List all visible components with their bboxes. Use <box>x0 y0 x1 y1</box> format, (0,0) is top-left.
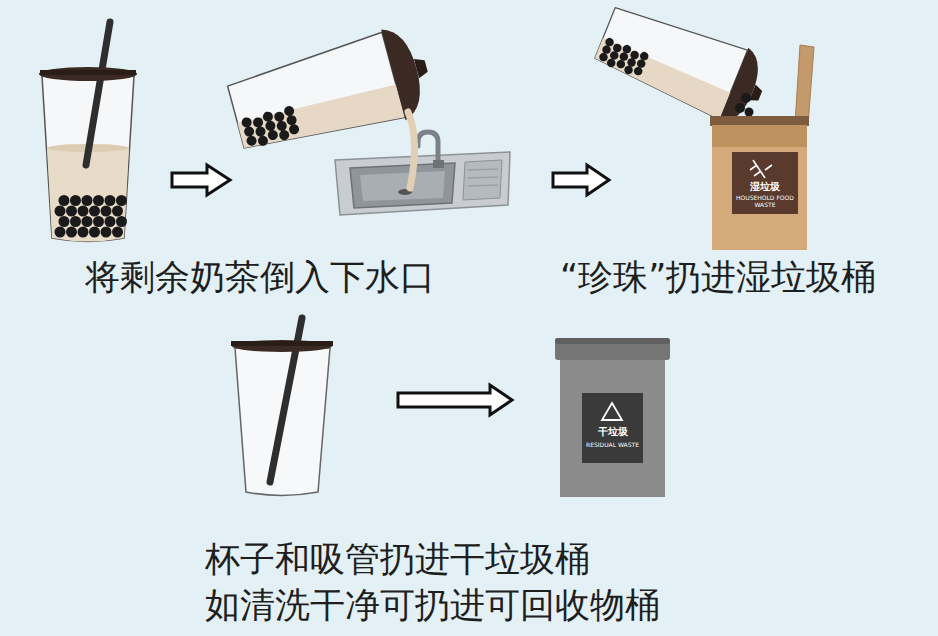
step-arrow <box>398 385 512 415</box>
pearls <box>59 195 70 206</box>
empty-cup <box>231 341 333 346</box>
dry-waste-bin <box>555 338 670 497</box>
wet-waste-bin <box>710 45 814 250</box>
wet-waste-bin <box>750 160 772 178</box>
wet-waste-bin <box>712 125 807 147</box>
pearls <box>70 216 81 227</box>
dry-waste-bin <box>602 403 622 420</box>
pearls <box>105 195 116 206</box>
pearls <box>78 227 89 238</box>
dry-waste-bin <box>555 338 670 344</box>
pearls <box>116 216 127 227</box>
pearls <box>89 227 100 238</box>
falling-pearls <box>735 103 745 113</box>
pearls <box>82 195 93 206</box>
pearls <box>112 206 123 217</box>
step-caption: 杯子和吸管扔进干垃圾桶 如清洗干净可扔进可回收物桶 <box>205 537 725 628</box>
pearls <box>89 206 100 217</box>
pearls <box>66 206 77 217</box>
step-caption: 将剩余奶茶倒入下水口 <box>85 258 435 297</box>
pearls <box>78 206 89 217</box>
pearls <box>59 216 70 227</box>
milk-tea-stream <box>408 112 415 188</box>
full-milk-tea-cup <box>40 70 136 75</box>
pearls <box>55 206 66 217</box>
sink <box>350 163 455 208</box>
step-node: 干垃圾 RESIDUAL WASTE <box>515 330 670 500</box>
falling-pearls <box>741 93 751 103</box>
bin-label: RESIDUAL WASTE <box>582 442 643 449</box>
step-node: 杯子和吸管扔进干垃圾桶 如清洗干净可扔进可回收物桶 <box>225 325 395 500</box>
step-arrow <box>172 165 230 195</box>
pearls <box>101 227 112 238</box>
wet-waste-bin <box>712 125 807 250</box>
step-node: 将剩余奶茶倒入下水口 <box>228 0 550 225</box>
sink <box>433 160 444 168</box>
sink <box>335 152 510 215</box>
pearls <box>70 195 81 206</box>
pearls <box>93 195 104 206</box>
step-arrow <box>553 165 609 195</box>
sink <box>335 132 510 215</box>
sink <box>360 171 445 201</box>
falling-pearls <box>745 108 754 117</box>
falling-pearls <box>735 93 754 117</box>
empty-cup <box>232 340 332 352</box>
bin-label: 湿垃圾 <box>732 181 798 192</box>
dry-waste-bin <box>560 352 665 497</box>
pearls <box>105 216 116 227</box>
sink <box>463 160 502 200</box>
sink <box>468 169 498 186</box>
empty-cup <box>231 318 333 496</box>
pouring-cup <box>590 0 775 133</box>
pearls <box>112 227 123 238</box>
pearls <box>55 227 66 238</box>
pearls <box>82 216 93 227</box>
step-caption: “珍珠”扔进湿垃圾桶 <box>560 258 876 297</box>
bin-label: HOUSEHOLD FOOD WASTE <box>732 195 798 208</box>
pearls <box>93 216 104 227</box>
wet-waste-bin <box>710 116 809 126</box>
full-milk-tea-cup <box>86 22 110 165</box>
step-node: “珍珠”扔进湿垃圾桶湿垃圾HOUSEHOLD FOOD WASTE <box>612 0 912 255</box>
dry-waste-bin <box>582 393 643 463</box>
pearls <box>66 227 77 238</box>
pearls <box>101 206 112 217</box>
dry-waste-bin <box>555 338 670 360</box>
pearls <box>55 195 128 238</box>
wet-waste-bin <box>732 152 798 214</box>
full-milk-tea-cup <box>39 22 137 242</box>
full-milk-tea-cup <box>39 67 137 81</box>
bin-label: 干垃圾 <box>582 426 643 437</box>
pearls <box>116 195 127 206</box>
wet-waste-bin <box>795 45 814 125</box>
pouring-cup <box>224 21 439 163</box>
